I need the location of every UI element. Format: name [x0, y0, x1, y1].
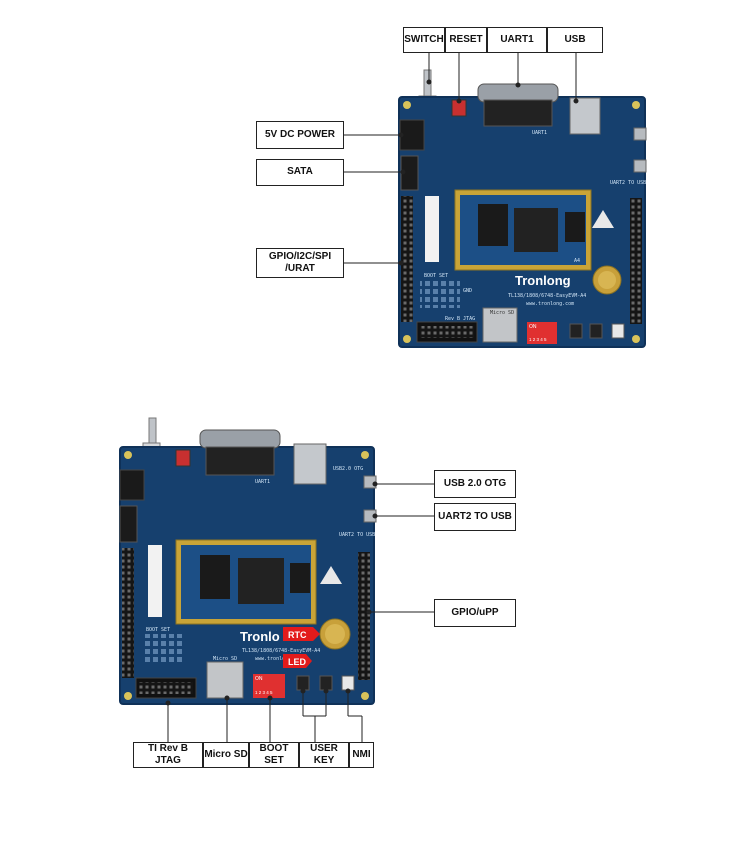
- rtc-callout-label: RTC: [288, 630, 307, 640]
- rtc-battery-cell: [598, 271, 616, 289]
- silk-uart1: UART1: [255, 479, 270, 485]
- label-gpio-upp: GPIO/uPP: [434, 599, 516, 627]
- silk-model: TL138/1808/6748-EasyEVM-A4: [508, 293, 586, 299]
- nmi-key: [611, 323, 625, 339]
- gpio-header-right: [358, 552, 370, 680]
- db9-shell: [199, 429, 281, 449]
- micro-usb-otg: [633, 127, 647, 141]
- micro-sd-slot: [206, 661, 244, 699]
- silk-boot-set: BOOT SET: [146, 627, 170, 633]
- label-jtag: TI Rev B JTAG: [133, 742, 203, 768]
- rtc-callout: [283, 627, 320, 641]
- db9-connector: [205, 446, 275, 476]
- led-callout-label: LED: [288, 657, 307, 667]
- boot-grid: [420, 280, 460, 308]
- mount-hole: [124, 692, 132, 700]
- rtc-battery-cell: [325, 624, 345, 644]
- silk-micro-sd: Micro SD: [490, 310, 514, 316]
- ram-chip: [478, 204, 508, 246]
- nmi-key: [341, 675, 355, 691]
- micro-sd-slot: [482, 307, 518, 343]
- label-sata: SATA: [256, 159, 344, 186]
- ram-chip: [200, 555, 230, 599]
- label-strip: [425, 196, 439, 262]
- silk-dip-on: ON: [255, 676, 263, 682]
- silk-brand: Tronlong: [515, 273, 571, 288]
- label-micro-sd: Micro SD: [203, 742, 249, 768]
- silk-uart1: UART1: [532, 130, 547, 136]
- reset-button: [175, 449, 191, 467]
- micro-usb-uart2: [633, 159, 647, 173]
- user-key-2: [589, 323, 603, 339]
- label-dc-power: 5V DC POWER: [256, 121, 344, 149]
- label-uart1: UART1: [487, 27, 547, 53]
- silk-uart2: UART2 TO USB: [610, 180, 646, 186]
- leader-lines: [165, 53, 579, 742]
- cpu-chip: [238, 558, 284, 604]
- user-key-1: [296, 675, 310, 691]
- silk-website: www.tronlon: [255, 656, 288, 662]
- mount-hole: [403, 335, 411, 343]
- user-key-2: [319, 675, 333, 691]
- silk-brand: Tronlo: [240, 629, 280, 644]
- label-usb: USB: [547, 27, 603, 53]
- silk-usb-otg: USB2.0 OTG: [333, 466, 363, 472]
- jtag-pins: [420, 326, 474, 338]
- silk-dip-numbers: 1 2 3 4 5: [255, 690, 273, 695]
- label-switch: SWITCH: [403, 27, 445, 53]
- silk-dip-numbers: 1 2 3 4 5: [529, 337, 547, 342]
- silk-boot-set: BOOT SET: [424, 273, 448, 279]
- silk-model: TL138/1808/6748-EasyEVM-A4: [242, 648, 320, 654]
- db9-connector: [483, 99, 553, 127]
- triangle-logo: [592, 210, 614, 228]
- triangle-logo: [320, 566, 342, 584]
- sata-connector: [119, 505, 138, 543]
- label-reset: RESET: [445, 27, 487, 53]
- dc-jack: [119, 469, 145, 501]
- label-gpio-i2c-spi-line2: /URAT: [285, 263, 315, 274]
- silk-website: www.tronlong.com: [526, 301, 574, 307]
- label-uart2-to-usb: UART2 TO USB: [434, 503, 516, 531]
- silk-a4: A4: [574, 258, 580, 264]
- label-gpio-i2c-spi: GPIO/I2C/SPI /URAT: [256, 248, 344, 278]
- silk-dip-on: ON: [529, 324, 537, 330]
- mount-hole: [361, 692, 369, 700]
- silk-gnd: GND: [463, 288, 472, 294]
- flash-chip: [565, 212, 585, 242]
- silk-jtag: Rev B JTAG: [445, 316, 475, 322]
- label-nmi: NMI: [349, 742, 374, 768]
- boot-grid: [144, 634, 184, 664]
- silk-micro-sd: Micro SD: [213, 656, 237, 662]
- top-board: UART1 UART2 TO USB BOOT SET Rev B JTAG A…: [398, 69, 647, 348]
- gpio-header-right: [630, 198, 642, 324]
- gpio-header-left: [122, 548, 134, 678]
- cpu-chip: [514, 208, 558, 252]
- mount-hole: [361, 451, 369, 459]
- dip-switch: [527, 322, 557, 344]
- label-strip: [148, 545, 162, 617]
- bottom-board: UART1 UART2 TO USB USB2.0 OTG BOOT SET T…: [119, 417, 377, 705]
- mount-hole: [403, 101, 411, 109]
- dc-jack: [399, 119, 425, 151]
- gpio-header-left: [401, 196, 413, 322]
- label-usb-otg: USB 2.0 OTG: [434, 470, 516, 498]
- led-callout: [283, 654, 312, 668]
- jtag-pins: [139, 682, 193, 694]
- flash-chip: [290, 563, 310, 593]
- dip-switch: [253, 674, 285, 698]
- mount-hole: [124, 451, 132, 459]
- mount-hole: [632, 101, 640, 109]
- usb-connector: [293, 443, 327, 485]
- label-boot-set: BOOT SET: [249, 742, 299, 768]
- user-key-1: [569, 323, 583, 339]
- usb-connector: [569, 97, 601, 135]
- label-gpio-i2c-spi-line1: GPIO/I2C/SPI: [268, 250, 332, 262]
- label-user-key: USER KEY: [299, 742, 349, 768]
- silk-uart2: UART2 TO USB: [339, 532, 375, 538]
- mount-hole: [632, 335, 640, 343]
